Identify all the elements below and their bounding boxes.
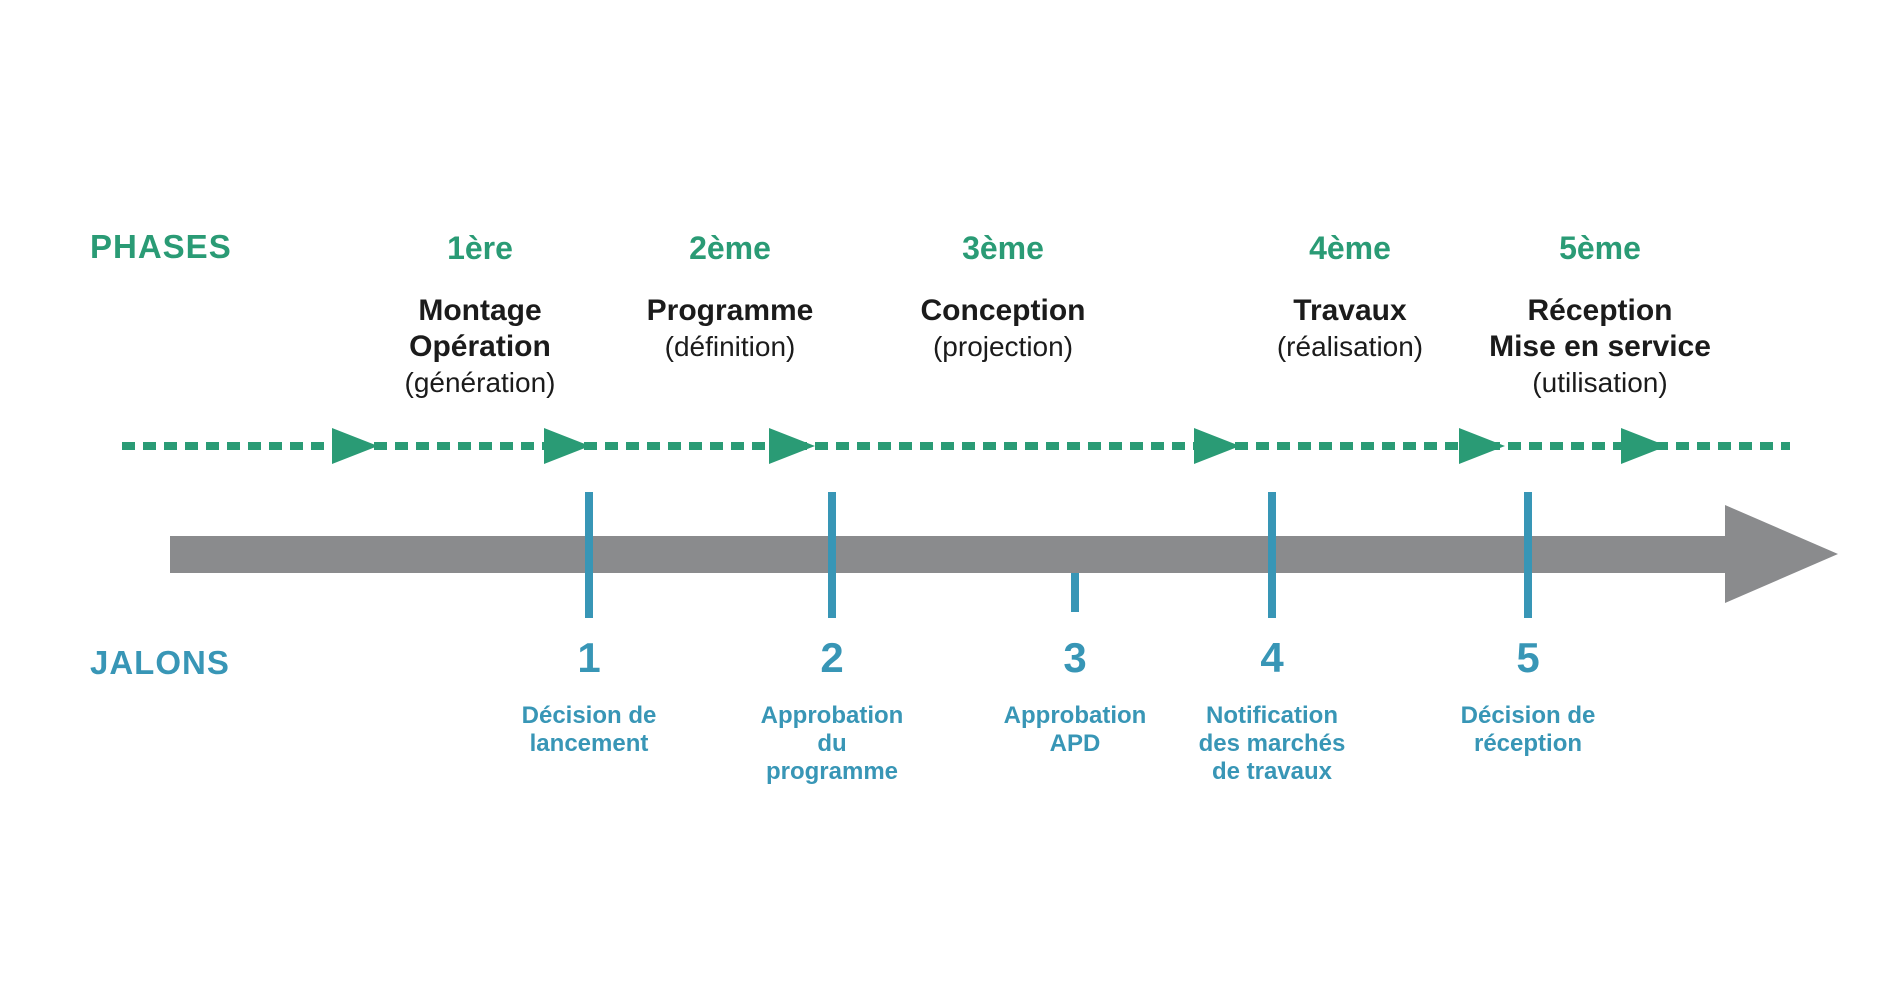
milestone-label-line: lancement — [529, 730, 649, 757]
timeline-arrow-bar — [170, 536, 1725, 573]
phase-name-line: Opération — [409, 330, 551, 363]
phase-ordinal-3: 3ème — [962, 230, 1044, 266]
milestone-number-1: 1 — [577, 634, 601, 681]
dashed-arrowhead-icon — [1459, 428, 1505, 464]
phase-subtitle: (génération) — [404, 367, 556, 398]
milestone-label-line: de travaux — [1211, 758, 1333, 785]
milestone-label-line: des marchés — [1198, 730, 1346, 757]
dashed-line — [122, 442, 1790, 450]
phase-subtitle: (réalisation) — [1276, 331, 1424, 362]
milestone-tick-2 — [828, 492, 836, 618]
phase-ordinal-2: 2ème — [689, 230, 771, 266]
milestone-number-3: 3 — [1063, 634, 1087, 681]
phase-name-line: Mise en service — [1489, 330, 1711, 363]
milestone-number-4: 4 — [1260, 634, 1284, 681]
phase-ordinal-4: 4ème — [1309, 230, 1391, 266]
phase-name-line: Conception — [920, 294, 1086, 327]
phase-name-line: Travaux — [1293, 294, 1407, 327]
milestone-tick-4 — [1268, 492, 1276, 618]
dashed-arrowhead-icon — [769, 428, 815, 464]
milestone-label-line: réception — [1473, 730, 1583, 757]
milestone-tick-1 — [585, 492, 593, 618]
phase-name-4: Travaux (réalisation) — [1277, 293, 1423, 365]
milestone-label-line: programme — [765, 758, 899, 785]
milestone-number-2: 2 — [820, 634, 844, 681]
phase-ordinal-1: 1ère — [447, 230, 513, 266]
milestone-tick-5 — [1524, 492, 1532, 618]
phase-subtitle: (projection) — [932, 331, 1074, 362]
phase-name-line: Réception — [1527, 294, 1673, 327]
dashed-arrowhead-icon — [332, 428, 378, 464]
milestone-label-line: Décision de — [1460, 702, 1596, 729]
phase-name-line: Programme — [646, 294, 814, 327]
phase-name-line: Montage — [418, 294, 542, 327]
milestone-label-line: du — [817, 730, 847, 757]
dashed-arrowhead-icon — [1194, 428, 1240, 464]
milestone-label-line: Décision de — [521, 702, 657, 729]
dashed-arrowhead-icon — [1621, 428, 1667, 464]
milestone-number-5: 5 — [1516, 634, 1540, 681]
milestone-tick-3 — [1071, 573, 1079, 612]
dashed-arrowhead-icon — [544, 428, 590, 464]
phases-row-label: PHASES — [90, 228, 232, 265]
milestone-label-line: Notification — [1205, 702, 1338, 729]
milestone-label-line: Approbation — [1003, 702, 1147, 729]
phase-subtitle: (définition) — [664, 331, 796, 362]
milestone-label-line: APD — [1049, 730, 1101, 757]
timeline-arrowhead-icon — [1725, 505, 1838, 603]
phase-ordinal-5: 5ème — [1559, 230, 1641, 266]
phase-name-2: Programme (définition) — [647, 293, 814, 365]
milestone-label-line: Approbation — [760, 702, 904, 729]
phase-subtitle: (utilisation) — [1532, 367, 1668, 398]
phase-name-3: Conception (projection) — [921, 293, 1086, 365]
jalons-row-label: JALONS — [90, 644, 230, 681]
